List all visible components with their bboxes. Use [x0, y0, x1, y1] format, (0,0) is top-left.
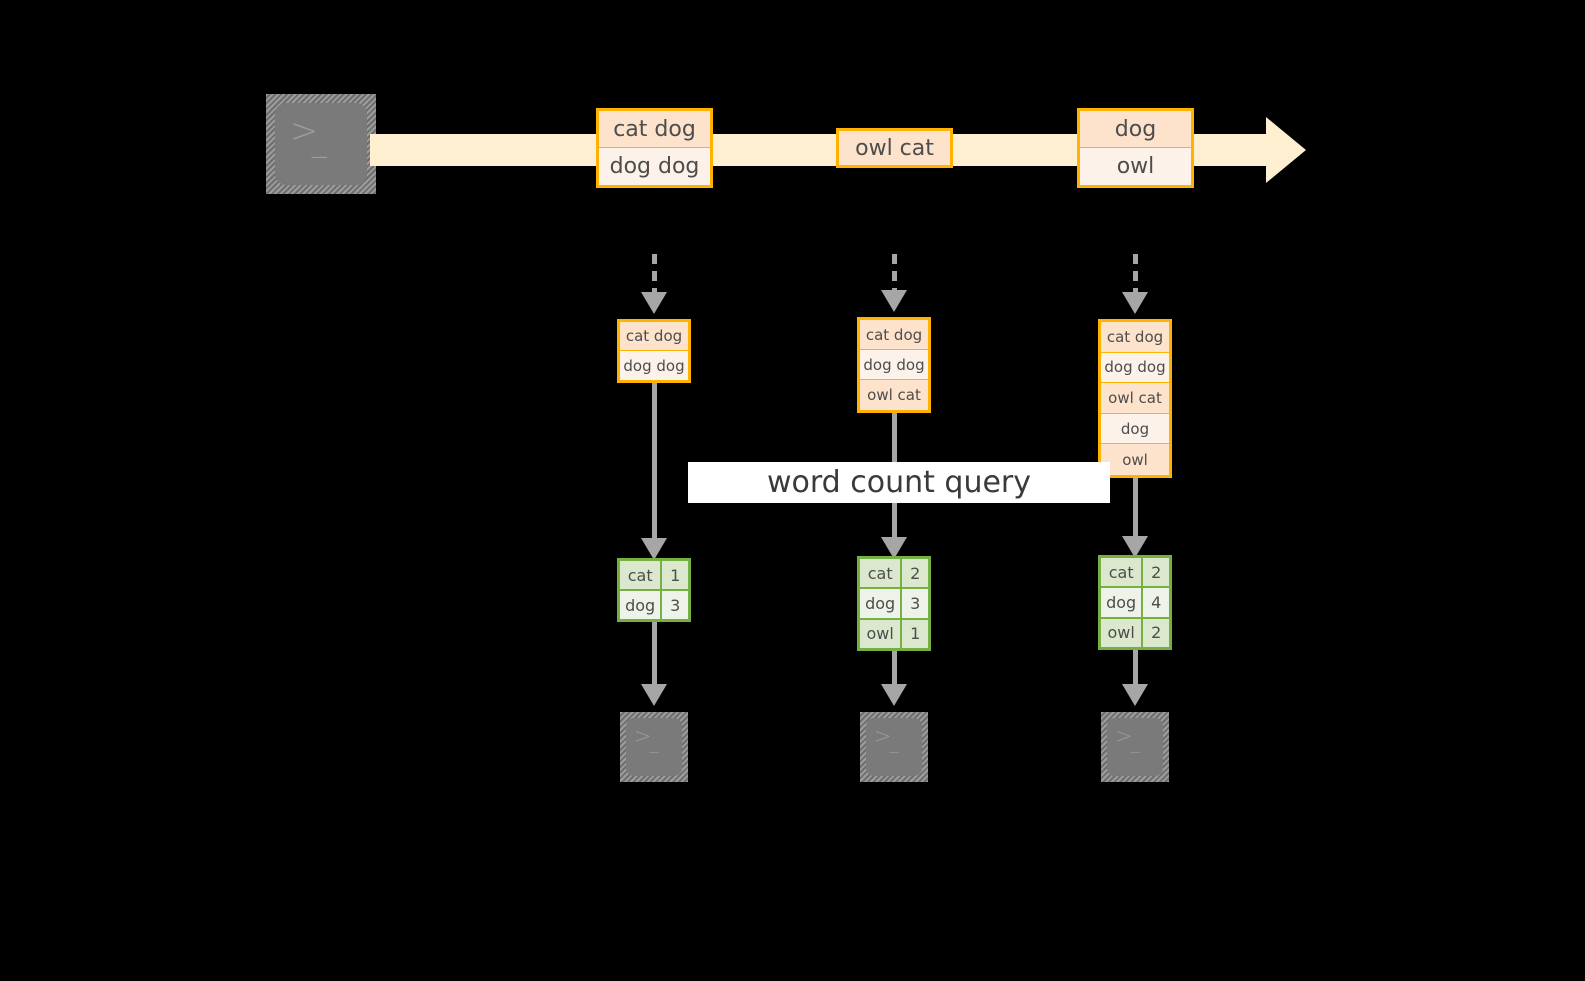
buffer-line: dog	[1101, 413, 1169, 445]
word-cell: dog	[860, 589, 903, 618]
table-row: cat 2	[1101, 558, 1169, 589]
word-cell: owl	[860, 619, 903, 648]
stream-event-0: cat dog dog dog	[596, 108, 713, 188]
source-terminal-icon: > _	[266, 94, 376, 194]
terminal-screen: terminal-icon > _	[626, 718, 682, 776]
stream-event-1: owl cat	[836, 128, 953, 168]
snapshot-0-result-table: cat 1 dog 3	[617, 558, 691, 622]
snapshot-0-buffer: cat dog dog dog	[617, 319, 691, 383]
word-count-query-banner: word count query	[688, 462, 1110, 503]
word-cell: dog	[1101, 588, 1144, 617]
count-cell: 4	[1143, 588, 1169, 617]
snapshot-2-buffer: cat dog dog dog owl cat dog owl	[1098, 319, 1172, 478]
table-row: owl 1	[860, 619, 928, 648]
buffer-line: owl cat	[1101, 383, 1169, 414]
terminal-chevron-icon: >	[289, 111, 319, 152]
snapshot-2-intake-dashed-line	[1133, 254, 1138, 296]
word-cell: owl	[1101, 618, 1144, 647]
banner-label: word count query	[766, 465, 1032, 500]
table-row: owl 2	[1101, 618, 1169, 647]
event-line: owl	[1080, 148, 1191, 185]
snapshot-1-buffer: cat dog dog dog owl cat	[857, 317, 931, 413]
stream-band-arrowhead	[1266, 117, 1306, 183]
snapshot-2-sink-line	[1133, 650, 1138, 688]
word-cell: dog	[620, 591, 663, 619]
event-line: cat dog	[599, 111, 710, 149]
table-row: cat 1	[620, 561, 688, 591]
buffer-line: dog dog	[860, 350, 928, 381]
event-line: owl cat	[839, 131, 950, 165]
table-row: cat 2	[860, 559, 928, 590]
terminal-cursor-glyph: _	[889, 731, 900, 754]
buffer-line: owl cat	[860, 380, 928, 410]
count-cell: 2	[1143, 618, 1169, 647]
event-line: dog	[1080, 111, 1191, 149]
word-cell: cat	[860, 559, 903, 588]
buffer-line: dog dog	[1101, 352, 1169, 384]
snapshot-1-query-arrowhead	[881, 537, 907, 559]
table-row: dog 3	[860, 589, 928, 620]
buffer-line: cat dog	[1101, 322, 1169, 353]
terminal-cursor-glyph: _	[1130, 731, 1141, 754]
snapshot-2-query-line	[1133, 478, 1138, 540]
terminal-screen: > _	[1107, 718, 1163, 776]
terminal-cursor-glyph: _	[649, 731, 660, 754]
table-row: dog 4	[1101, 588, 1169, 619]
buffer-line: owl	[1101, 444, 1169, 476]
count-cell: 1	[662, 561, 688, 589]
terminal-chevron-glyph: >	[633, 724, 652, 749]
snapshot-2-sink-arrowhead	[1122, 684, 1148, 706]
snapshot-0-query-line	[652, 383, 657, 542]
count-cell: 3	[662, 591, 688, 619]
terminal-chevron-glyph: >	[1114, 724, 1133, 749]
terminal-cursor-icon: _	[311, 123, 327, 159]
buffer-line: dog dog	[620, 351, 688, 380]
word-cell: cat	[1101, 558, 1144, 587]
event-line: dog dog	[599, 148, 710, 185]
snapshot-2-query-arrowhead	[1122, 536, 1148, 558]
terminal-chevron-glyph: >	[873, 724, 892, 749]
snapshot-2-sink-terminal-icon: > _	[1101, 712, 1169, 782]
snapshot-0-sink-line	[652, 622, 657, 688]
snapshot-1-sink-arrowhead	[881, 684, 907, 706]
snapshot-1-intake-dashed-line	[892, 254, 897, 294]
table-row: dog 3	[620, 591, 688, 619]
buffer-line: cat dog	[620, 322, 688, 352]
terminal-screen: > _	[275, 103, 367, 185]
count-cell: 2	[1143, 558, 1169, 587]
snapshot-0-query-arrowhead	[641, 538, 667, 560]
snapshot-0-intake-dashed-line	[652, 254, 657, 296]
terminal-screen: > _	[866, 718, 922, 776]
snapshot-1-sink-line	[892, 651, 897, 688]
snapshot-1-intake-arrowhead	[881, 290, 907, 312]
snapshot-0-sink-terminal-icon: terminal-icon > _	[620, 712, 688, 782]
snapshot-2-result-table: cat 2 dog 4 owl 2	[1098, 555, 1172, 650]
snapshot-2-intake-arrowhead	[1122, 292, 1148, 314]
count-cell: 3	[902, 589, 928, 618]
word-cell: cat	[620, 561, 663, 589]
snapshot-1-result-table: cat 2 dog 3 owl 1	[857, 556, 931, 651]
snapshot-0-intake-arrowhead	[641, 292, 667, 314]
snapshot-0-sink-arrowhead	[641, 684, 667, 706]
count-cell: 1	[902, 619, 928, 648]
buffer-line: cat dog	[860, 320, 928, 351]
stream-event-2: dog owl	[1077, 108, 1194, 188]
count-cell: 2	[902, 559, 928, 588]
snapshot-1-sink-terminal-icon: > _	[860, 712, 928, 782]
